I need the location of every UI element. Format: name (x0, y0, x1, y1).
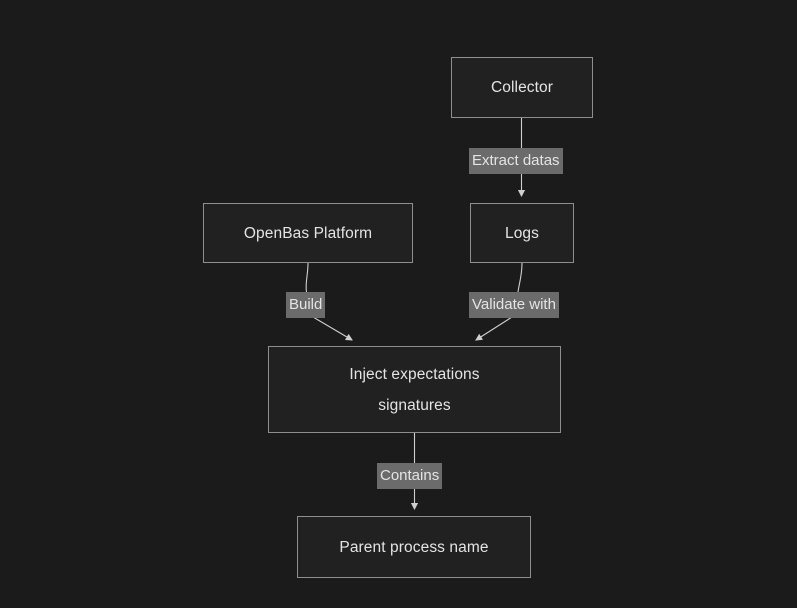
edge-label-build: Build (286, 292, 326, 318)
node-logs-label: Logs (504, 224, 539, 242)
node-parent-process-name[interactable]: Parent process name (297, 516, 531, 578)
node-inject-expectations-signatures[interactable]: Inject expectations signatures (268, 346, 561, 433)
edge-label-extract-datas: Extract datas (469, 148, 563, 174)
node-openbas-platform-label: OpenBas Platform (243, 224, 373, 242)
node-inject-expectations-signatures-label-line2: signatures (378, 396, 451, 414)
node-openbas-platform[interactable]: OpenBas Platform (203, 203, 413, 263)
edge-label-validate-with: Validate with (469, 292, 559, 318)
node-parent-process-name-label: Parent process name (339, 538, 489, 556)
edge-label-contains: Contains (377, 463, 443, 489)
node-collector[interactable]: Collector (451, 57, 593, 118)
node-inject-expectations-signatures-label-line1: Inject expectations (349, 365, 480, 383)
node-collector-label: Collector (490, 79, 554, 96)
node-logs[interactable]: Logs (470, 203, 574, 263)
